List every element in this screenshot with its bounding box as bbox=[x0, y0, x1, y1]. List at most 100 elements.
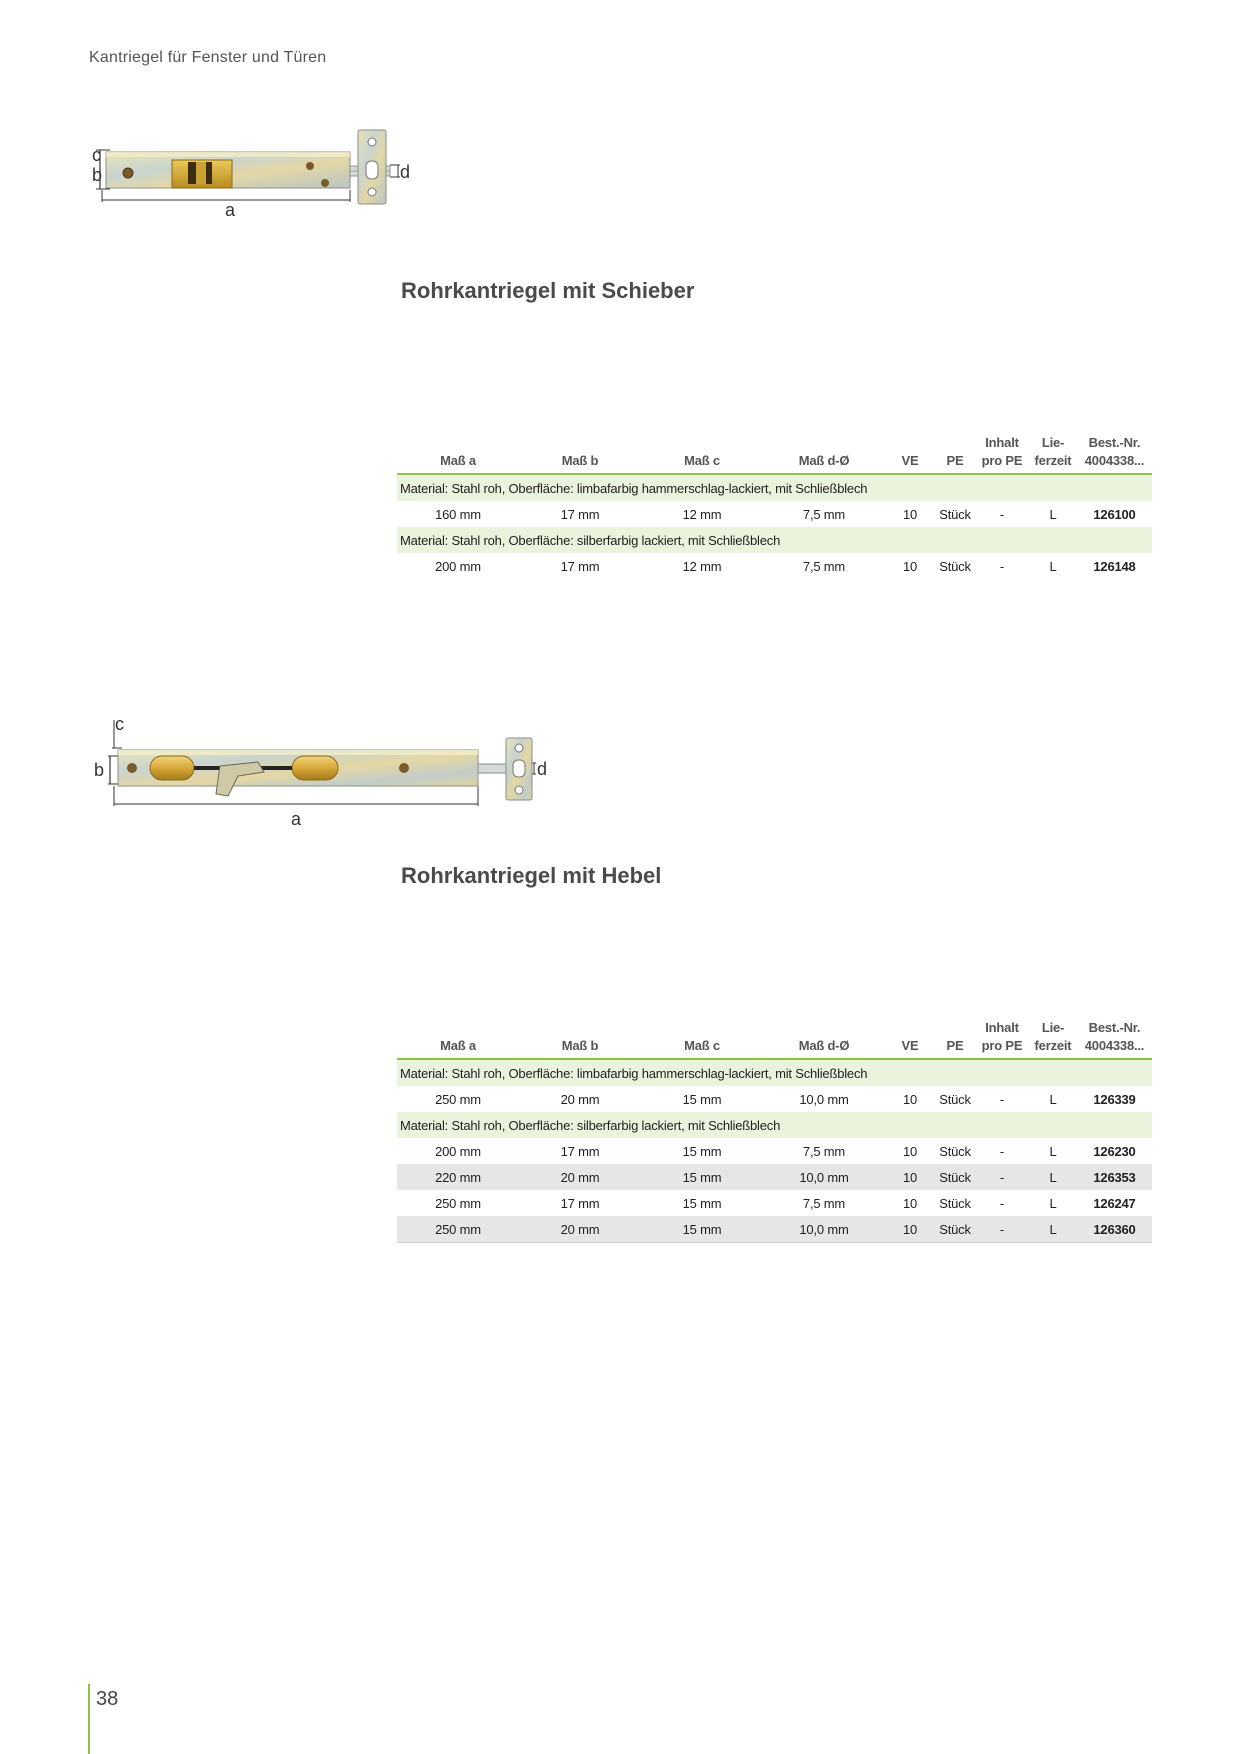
table-row: 160 mm 17 mm 12 mm 7,5 mm 10 Stück - L 1… bbox=[397, 501, 1152, 527]
cell-bestnr: 126360 bbox=[1077, 1216, 1152, 1243]
table-row: 250 mm 17 mm 15 mm 7,5 mm 10 Stück - L 1… bbox=[397, 1190, 1152, 1216]
cell-pe: Stück bbox=[939, 558, 971, 574]
col-header-ve: VE bbox=[885, 1019, 935, 1060]
cell-bestnr: 126353 bbox=[1077, 1164, 1152, 1190]
col-header-best-line2: 4004338... bbox=[1084, 1038, 1145, 1053]
cell-pe: Stück bbox=[935, 1216, 975, 1243]
cell-b: 17 mm bbox=[560, 506, 600, 522]
material-text: Material: Stahl roh, Oberfläche: silberf… bbox=[397, 1112, 1152, 1138]
col-header-lief-line2: ferzeit bbox=[1034, 1038, 1072, 1053]
cell-inhalt: - bbox=[975, 1164, 1029, 1190]
cell-inhalt: - bbox=[999, 506, 1005, 522]
col-header-b: Maß b bbox=[519, 434, 641, 475]
dim-label-d: d bbox=[537, 759, 547, 779]
cell-ve: 10 bbox=[902, 1143, 918, 1159]
cell-d: 10,0 mm bbox=[763, 1164, 885, 1190]
cell-c: 12 mm bbox=[682, 506, 722, 522]
cell-ve: 10 bbox=[902, 506, 918, 522]
material-text: Material: Stahl roh, Oberfläche: silberf… bbox=[397, 527, 1152, 553]
cell-ve: 10 bbox=[902, 558, 918, 574]
product-image-schieber: c b a d bbox=[88, 128, 448, 220]
footer-accent-bar bbox=[88, 1684, 90, 1754]
col-header-inhalt-line2: pro PE bbox=[981, 453, 1023, 468]
col-header-lief-line2: ferzeit bbox=[1034, 453, 1072, 468]
col-header-d: Maß d-Ø bbox=[763, 1019, 885, 1060]
cell-pe: Stück bbox=[935, 1164, 975, 1190]
cell-a: 250 mm bbox=[435, 1091, 481, 1107]
cell-a: 160 mm bbox=[435, 506, 481, 522]
cell-c: 12 mm bbox=[682, 558, 722, 574]
cell-a: 220 mm bbox=[397, 1164, 519, 1190]
material-row: Material: Stahl roh, Oberfläche: silberf… bbox=[397, 1112, 1152, 1138]
col-header-c: Maß c bbox=[641, 1019, 763, 1060]
col-header-lief-line1: Lie- bbox=[1041, 435, 1065, 450]
cell-b: 17 mm bbox=[560, 558, 600, 574]
col-header-b: Maß b bbox=[519, 1019, 641, 1060]
dim-label-b: b bbox=[94, 760, 104, 780]
cell-ve: 10 bbox=[902, 1195, 918, 1211]
cell-pe: Stück bbox=[939, 1091, 971, 1107]
material-text: Material: Stahl roh, Oberfläche: limbafa… bbox=[397, 474, 1152, 501]
running-head: Kantriegel für Fenster und Türen bbox=[89, 49, 327, 66]
cell-a: 250 mm bbox=[397, 1216, 519, 1243]
dim-label-c: c bbox=[115, 714, 124, 734]
col-header-inhalt-line1: Inhalt bbox=[985, 1020, 1019, 1035]
table-row: 200 mm 17 mm 12 mm 7,5 mm 10 Stück - L 1… bbox=[397, 553, 1152, 579]
cell-b: 20 mm bbox=[560, 1091, 600, 1107]
cell-bestnr: 126100 bbox=[1093, 506, 1136, 522]
dim-label-a: a bbox=[291, 809, 302, 829]
cell-bestnr: 126247 bbox=[1093, 1195, 1136, 1211]
col-header-c: Maß c bbox=[641, 434, 763, 475]
cell-d: 7,5 mm bbox=[802, 558, 846, 574]
cell-pe: Stück bbox=[939, 506, 971, 522]
col-header-pe: PE bbox=[935, 434, 975, 475]
material-text: Material: Stahl roh, Oberfläche: limbafa… bbox=[397, 1059, 1152, 1086]
cell-ve: 10 bbox=[902, 1091, 918, 1107]
col-header-pe: PE bbox=[935, 1019, 975, 1060]
cell-c: 15 mm bbox=[682, 1143, 722, 1159]
col-header-a: Maß a bbox=[397, 1019, 519, 1060]
dim-label-b: b bbox=[92, 165, 102, 185]
cell-d: 10,0 mm bbox=[799, 1091, 849, 1107]
cell-lieferzeit: L bbox=[1049, 1195, 1057, 1211]
col-header-d: Maß d-Ø bbox=[763, 434, 885, 475]
cell-lieferzeit: L bbox=[1049, 1091, 1057, 1107]
cell-d: 10,0 mm bbox=[763, 1216, 885, 1243]
cell-bestnr: 126339 bbox=[1093, 1091, 1136, 1107]
cell-b: 20 mm bbox=[519, 1216, 641, 1243]
cell-inhalt: - bbox=[999, 1143, 1005, 1159]
cell-b: 17 mm bbox=[560, 1195, 600, 1211]
page-number: 38 bbox=[96, 1688, 119, 1710]
col-header-best-line2: 4004338... bbox=[1084, 453, 1145, 468]
cell-lieferzeit: L bbox=[1049, 558, 1057, 574]
material-row: Material: Stahl roh, Oberfläche: limbafa… bbox=[397, 1059, 1152, 1086]
table-row: 200 mm 17 mm 15 mm 7,5 mm 10 Stück - L 1… bbox=[397, 1138, 1152, 1164]
dim-label-a: a bbox=[225, 200, 236, 220]
col-header-lieferzeit: Lie-ferzeit bbox=[1029, 1019, 1077, 1060]
table-row: 220 mm 20 mm 15 mm 10,0 mm 10 Stück - L … bbox=[397, 1164, 1152, 1190]
product-image-hebel: c b a d bbox=[88, 710, 568, 830]
product-title-hebel: Rohrkantriegel mit Hebel bbox=[401, 863, 662, 888]
cell-bestnr: 126148 bbox=[1093, 558, 1136, 574]
cell-d: 7,5 mm bbox=[802, 1195, 846, 1211]
product-title-schieber: Rohrkantriegel mit Schieber bbox=[401, 278, 695, 303]
cell-d: 7,5 mm bbox=[802, 506, 846, 522]
cell-c: 15 mm bbox=[641, 1164, 763, 1190]
cell-inhalt: - bbox=[999, 1091, 1005, 1107]
table-row: 250 mm 20 mm 15 mm 10,0 mm 10 Stück - L … bbox=[397, 1086, 1152, 1112]
cell-ve: 10 bbox=[885, 1216, 935, 1243]
cell-pe: Stück bbox=[939, 1143, 971, 1159]
cell-lieferzeit: L bbox=[1049, 1143, 1057, 1159]
cell-b: 17 mm bbox=[560, 1143, 600, 1159]
col-header-bestnr: Best.-Nr. 4004338... bbox=[1077, 434, 1152, 475]
col-header-best-line1: Best.-Nr. bbox=[1088, 1020, 1141, 1035]
material-row: Material: Stahl roh, Oberfläche: silberf… bbox=[397, 527, 1152, 553]
col-header-best-line1: Best.-Nr. bbox=[1088, 435, 1141, 450]
cell-lieferzeit: L bbox=[1029, 1164, 1077, 1190]
cell-bestnr: 126230 bbox=[1093, 1143, 1136, 1159]
